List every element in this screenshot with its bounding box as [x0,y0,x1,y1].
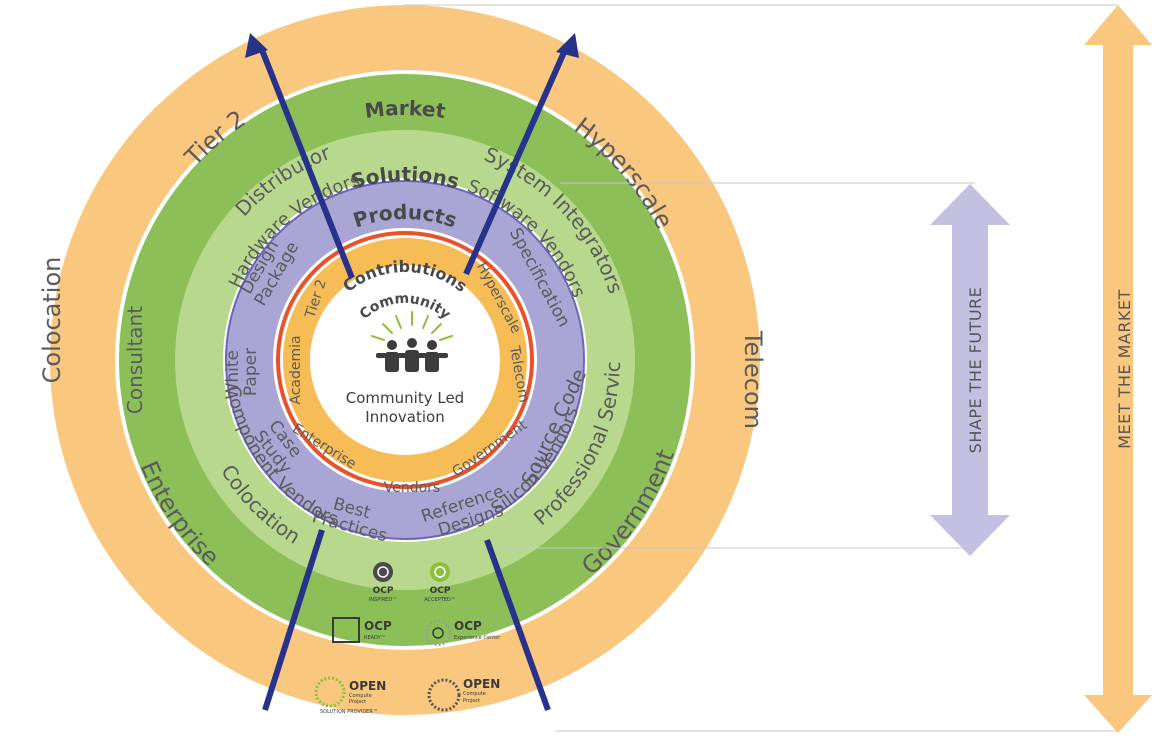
svg-text:OCP: OCP [364,619,392,633]
arrowhead-left [245,33,268,58]
svg-text:Compute: Compute [463,691,486,697]
svg-text:Compute: Compute [349,693,372,699]
svg-text:Project: Project [463,698,480,704]
svg-text:SHAPE THE FUTURE: SHAPE THE FUTURE [966,287,985,454]
svg-text:READY™: READY™ [364,635,386,641]
svg-text:Experience Center: Experience Center [454,635,501,641]
badge-ocp-ready: OCP READY™ [332,617,392,643]
blue-arrow-left-down [262,529,325,711]
market-item-colocation: Colocation [38,257,66,384]
community-item-academia: Academia [288,335,304,404]
badge-open-compute-solution-provider: OPEN Compute Project SOLUTION PROVIDER™ [314,676,386,715]
svg-text:Project: Project [349,699,366,705]
market-item-telecom: Telecom [739,330,767,429]
shape-the-future-arrow: SHAPE THE FUTURE [930,184,1010,556]
svg-text:OPEN: OPEN [349,679,386,693]
blue-arrows [259,48,568,712]
community-item-vendors: Vendors [384,480,440,496]
svg-text:ACCEPTED™: ACCEPTED™ [424,597,456,603]
blue-arrow-left-up [259,48,355,280]
badge-ocp-inspired: OCP INSPIRED™ [369,562,397,603]
svg-text:OCP: OCP [430,586,451,596]
community-people-icon [371,311,453,372]
svg-text:SOLUTION PROVIDER™: SOLUTION PROVIDER™ [320,709,378,715]
solutions-item-consultant: Consultant [123,306,147,414]
center-line-1: Community Led [346,389,464,407]
svg-text:MEET THE MARKET: MEET THE MARKET [1115,289,1134,449]
badge-ocp-accepted: OCP ACCEPTED™ [424,562,456,603]
meet-the-market-arrow: MEET THE MARKET [1084,5,1152,733]
contrib-item-white-paper: White Paper [223,345,261,400]
guide-lines [405,4,1118,732]
svg-text:OCP: OCP [373,586,394,596]
market-title: Market [363,96,447,123]
arrowhead-right [556,33,579,58]
badge-open-compute-project: OPEN Compute Project [427,677,500,712]
blue-arrow-right-down [484,538,551,712]
blue-arrow-right-up [463,48,568,276]
svg-text:OPEN: OPEN [463,677,500,691]
center-line-2: Innovation [365,408,444,426]
svg-text:INSPIRED™: INSPIRED™ [369,597,397,603]
badge-ocp-experience-center: OCP Experience Center [425,619,501,646]
svg-text:OCP: OCP [454,619,482,633]
